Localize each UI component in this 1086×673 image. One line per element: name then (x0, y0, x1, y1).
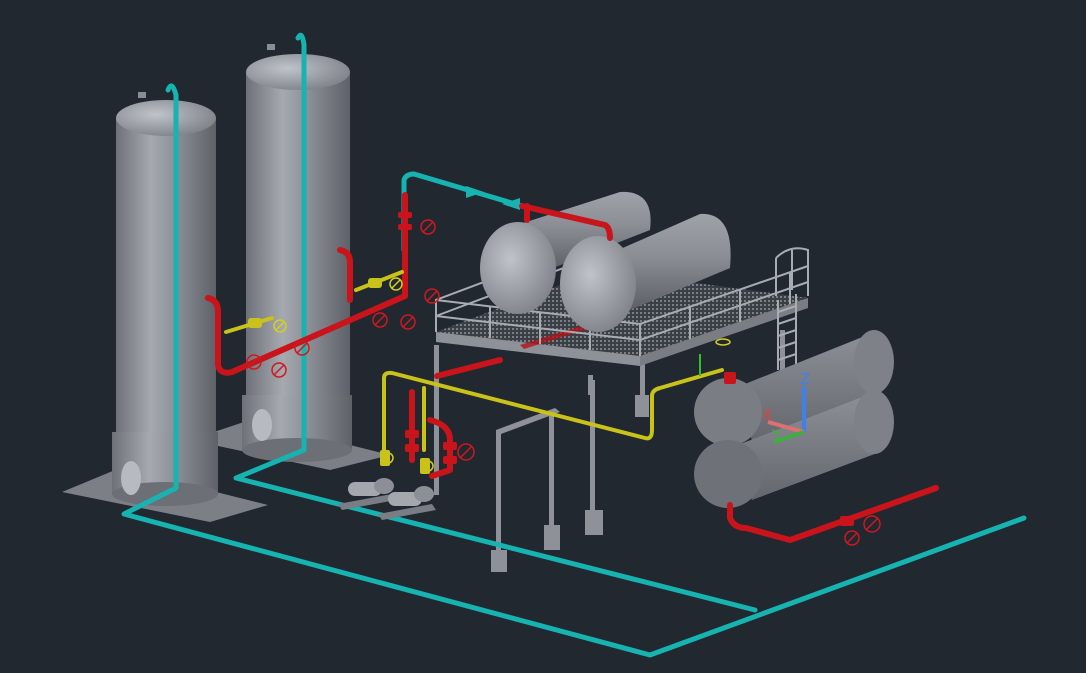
vertical-vessel-1[interactable] (112, 92, 218, 506)
ucs-x-label: X (762, 406, 772, 424)
ucs-icon: Z X Y (762, 370, 810, 444)
ladder-with-cage[interactable] (775, 247, 809, 370)
top-nozzle (267, 44, 275, 50)
process-line[interactable] (205, 192, 939, 543)
heat-exchanger-upper[interactable] (694, 330, 894, 446)
flow-direction-arrow-icon (466, 186, 520, 210)
ucs-y-label: Y (771, 426, 782, 444)
heat-exchanger-lower[interactable] (694, 390, 894, 508)
horizontal-tank-2[interactable] (560, 213, 731, 332)
pipe-support-frame[interactable] (491, 380, 603, 572)
horizontal-tank-1[interactable] (480, 191, 651, 314)
vertical-vessel-2[interactable] (242, 44, 352, 462)
manway-icon (121, 461, 141, 495)
pump-1[interactable] (338, 478, 396, 510)
yellow-valve-body (248, 278, 430, 474)
manway-icon (252, 409, 272, 441)
red-handwheel-valve-icon[interactable] (246, 219, 881, 546)
ucs-z-label: Z (800, 370, 810, 388)
pump-2[interactable] (378, 486, 436, 520)
cooling-water-line[interactable] (121, 32, 1027, 658)
top-nozzle (138, 92, 146, 98)
red-flange-icon (398, 212, 854, 526)
ucs-x-axis (767, 420, 805, 434)
ucs-y-axis (773, 430, 805, 444)
